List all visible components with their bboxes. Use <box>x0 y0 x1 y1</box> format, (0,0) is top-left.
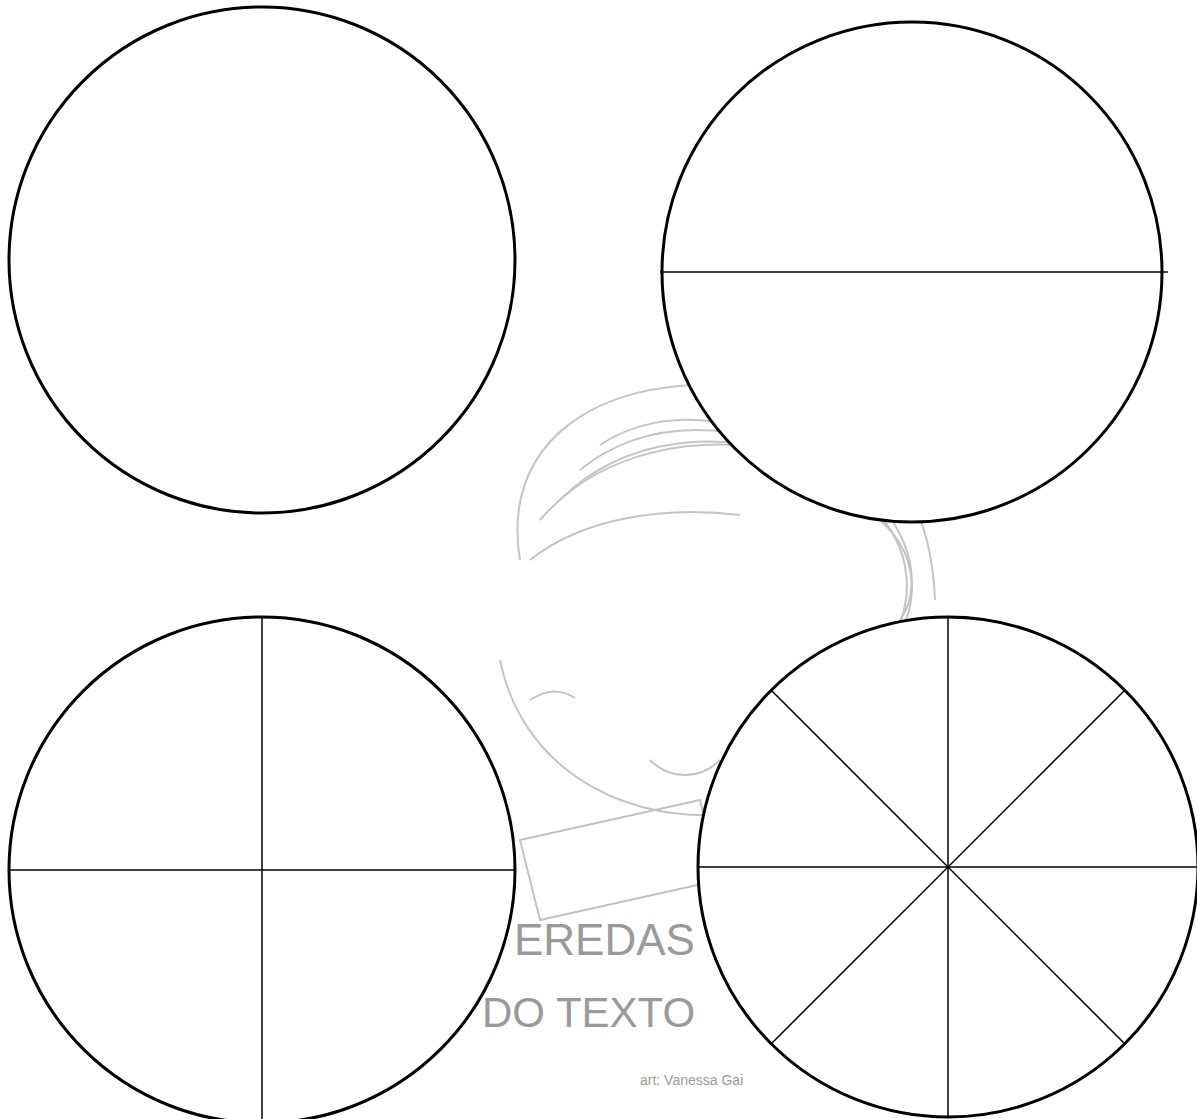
watermark-text: DO TEXTO <box>482 992 695 1034</box>
watermark-text: EREDAS <box>514 918 695 962</box>
artist-credit: art: Vanessa Gai <box>640 1073 743 1087</box>
